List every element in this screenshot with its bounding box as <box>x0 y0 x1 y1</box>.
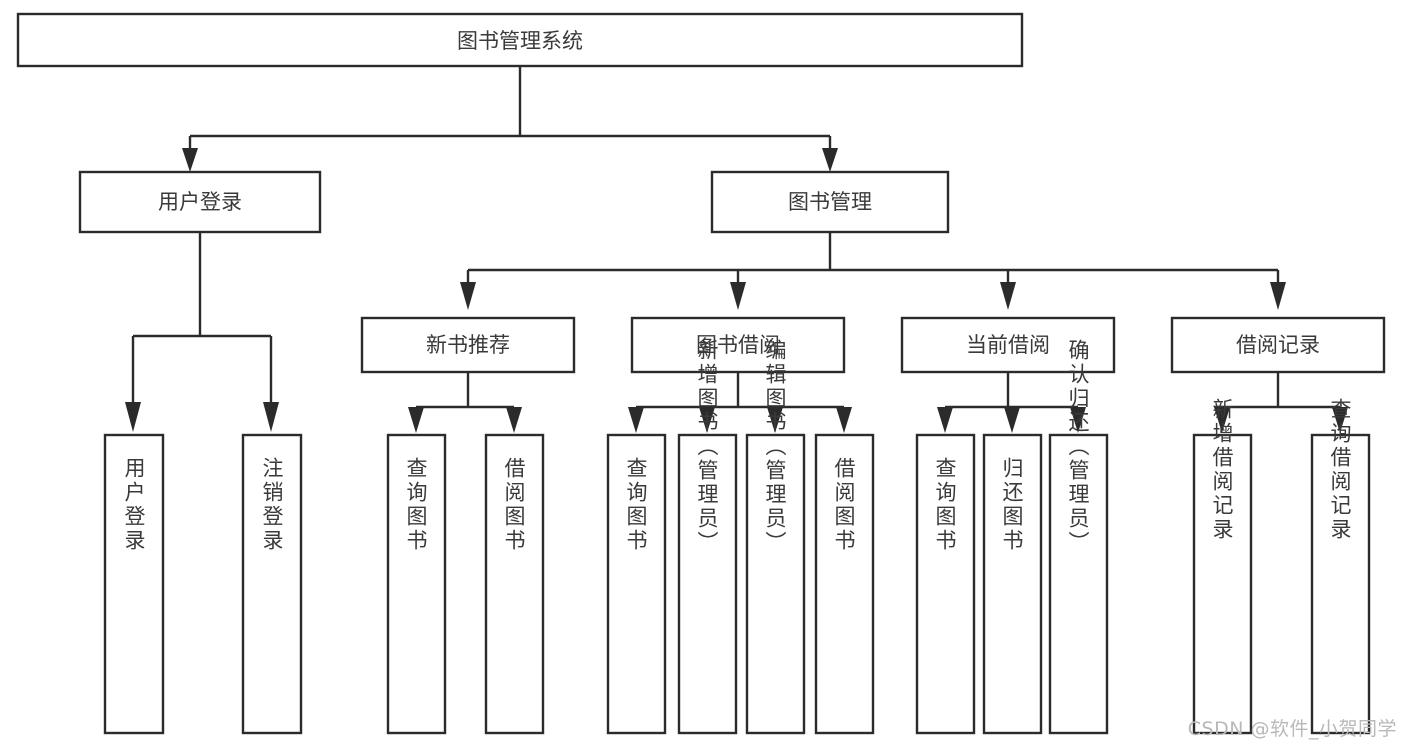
arrow-head-borrow-record <box>1270 282 1286 310</box>
node-leaf-query-book-3[interactable]: 查询图书 <box>915 433 976 735</box>
node-book-management-label: 图书管理 <box>788 190 872 214</box>
node-leaf-query-book-1-label: 查询图书 <box>404 457 428 553</box>
arrow-head-user-login <box>182 148 198 172</box>
node-leaf-query-book-1-box[interactable] <box>386 433 447 735</box>
node-leaf-add-record[interactable]: 新增借阅记录 <box>1192 398 1253 735</box>
connector-bookborrow-to-leaves <box>628 372 852 433</box>
node-leaf-query-book-2-label: 查询图书 <box>624 457 648 553</box>
node-book-borrow[interactable]: 图书借阅 <box>630 316 846 374</box>
arrow-head-query-book-1 <box>408 407 424 433</box>
node-new-book-recommend[interactable]: 新书推荐 <box>360 316 576 374</box>
node-leaf-borrow-book-2-box[interactable] <box>814 433 875 735</box>
arrow-head-add-record <box>1214 407 1230 433</box>
node-leaf-add-record-box[interactable] <box>1192 433 1253 735</box>
node-user-login[interactable]: 用户登录 <box>78 170 322 234</box>
arrow-head-borrow-book-1 <box>506 407 522 433</box>
node-leaf-confirm-return-box[interactable] <box>1048 433 1109 735</box>
node-user-login-box[interactable] <box>78 170 322 234</box>
node-leaf-borrow-book-1-label: 借阅图书 <box>502 457 526 553</box>
arrow-head-book-borrow <box>730 282 746 310</box>
node-leaf-logout-login-label: 注销登录 <box>260 457 284 553</box>
node-user-login-label: 用户登录 <box>158 190 242 214</box>
node-borrow-record-box[interactable] <box>1170 316 1386 374</box>
node-leaf-add-book[interactable]: 新增图书（管理员） <box>677 339 738 735</box>
node-root-label: 图书管理系统 <box>457 29 583 53</box>
node-borrow-record-label: 借阅记录 <box>1236 333 1320 357</box>
node-leaf-query-record[interactable]: 查询借阅记录 <box>1310 398 1371 735</box>
node-leaf-add-book-box[interactable] <box>677 433 738 735</box>
arrow-head-new-book-recommend <box>460 282 476 310</box>
node-leaf-return-book[interactable]: 归还图书 <box>982 433 1043 735</box>
node-leaf-query-book-2[interactable]: 查询图书 <box>606 433 667 735</box>
node-new-book-recommend-box[interactable] <box>360 316 576 374</box>
csdn-watermark: CSDN @软件_小贺同学 <box>1187 718 1397 740</box>
node-current-borrow-label: 当前借阅 <box>966 333 1050 357</box>
node-leaf-borrow-book-2[interactable]: 借阅图书 <box>814 433 875 735</box>
node-leaf-add-record-label: 新增借阅记录 <box>1210 398 1234 542</box>
node-current-borrow[interactable]: 当前借阅 <box>900 316 1116 374</box>
node-leaf-borrow-book-1[interactable]: 借阅图书 <box>484 433 545 735</box>
node-root-box[interactable] <box>16 12 1024 68</box>
node-leaf-return-book-label: 归还图书 <box>1000 457 1024 553</box>
connector-currentborrow-to-leaves <box>937 372 1086 433</box>
arrow-head-borrow-book-2 <box>836 407 852 433</box>
arrow-head-leaf-logout-login <box>263 402 279 432</box>
arrow-head-confirm-return <box>1070 407 1086 433</box>
connector-borrowrecord-to-leaves <box>1214 372 1348 433</box>
arrow-head-book-management <box>822 148 838 172</box>
node-leaf-user-login-box[interactable] <box>103 433 165 735</box>
arrow-head-query-book-3 <box>937 407 953 433</box>
node-leaf-query-book-3-box[interactable] <box>915 433 976 735</box>
node-leaf-logout-login-box[interactable] <box>241 433 303 735</box>
node-leaf-logout-login[interactable]: 注销登录 <box>241 433 303 735</box>
arrow-head-current-borrow <box>1000 282 1016 310</box>
node-new-book-recommend-label: 新书推荐 <box>426 333 510 357</box>
connector-root-to-level2 <box>182 66 838 172</box>
arrow-head-leaf-user-login <box>125 402 141 432</box>
connector-userlogin-to-leaves <box>125 232 279 432</box>
node-leaf-edit-book-box[interactable] <box>745 433 806 735</box>
node-leaf-user-login[interactable]: 用户登录 <box>103 433 165 735</box>
node-leaf-return-book-box[interactable] <box>982 433 1043 735</box>
node-book-management-box[interactable] <box>710 170 950 234</box>
node-book-borrow-label: 图书借阅 <box>696 333 780 357</box>
connector-newbook-to-leaves <box>408 372 522 433</box>
node-leaf-borrow-book-1-box[interactable] <box>484 433 545 735</box>
node-leaf-confirm-return[interactable]: 确认归还（管理员） <box>1048 339 1109 735</box>
arrow-head-query-book-2 <box>628 407 644 433</box>
node-book-borrow-box[interactable] <box>630 316 846 374</box>
node-leaf-query-record-box[interactable] <box>1310 433 1371 735</box>
arrow-head-return-book <box>1004 407 1020 433</box>
node-leaf-confirm-return-label: 确认归还（管理员） <box>1066 339 1090 555</box>
node-leaf-query-book-1[interactable]: 查询图书 <box>386 433 447 735</box>
arrow-head-edit-book <box>767 407 783 433</box>
node-leaf-query-book-2-box[interactable] <box>606 433 667 735</box>
node-leaf-query-record-label: 查询借阅记录 <box>1328 398 1352 542</box>
connector-bookmgmt-to-level3 <box>460 232 1286 310</box>
node-leaf-borrow-book-2-label: 借阅图书 <box>832 457 856 553</box>
node-root[interactable]: 图书管理系统 <box>16 12 1024 68</box>
node-leaf-add-book-label: 新增图书（管理员） <box>695 339 719 555</box>
node-leaf-user-login-label: 用户登录 <box>122 457 146 553</box>
node-leaf-edit-book-label: 编辑图书（管理员） <box>763 339 787 555</box>
node-current-borrow-box[interactable] <box>900 316 1116 374</box>
node-leaf-query-book-3-label: 查询图书 <box>933 457 957 553</box>
arrow-head-add-book <box>699 407 715 433</box>
node-borrow-record[interactable]: 借阅记录 <box>1170 316 1386 374</box>
node-book-management[interactable]: 图书管理 <box>710 170 950 234</box>
arrow-head-query-record <box>1332 407 1348 433</box>
node-leaf-edit-book[interactable]: 编辑图书（管理员） <box>745 339 806 735</box>
